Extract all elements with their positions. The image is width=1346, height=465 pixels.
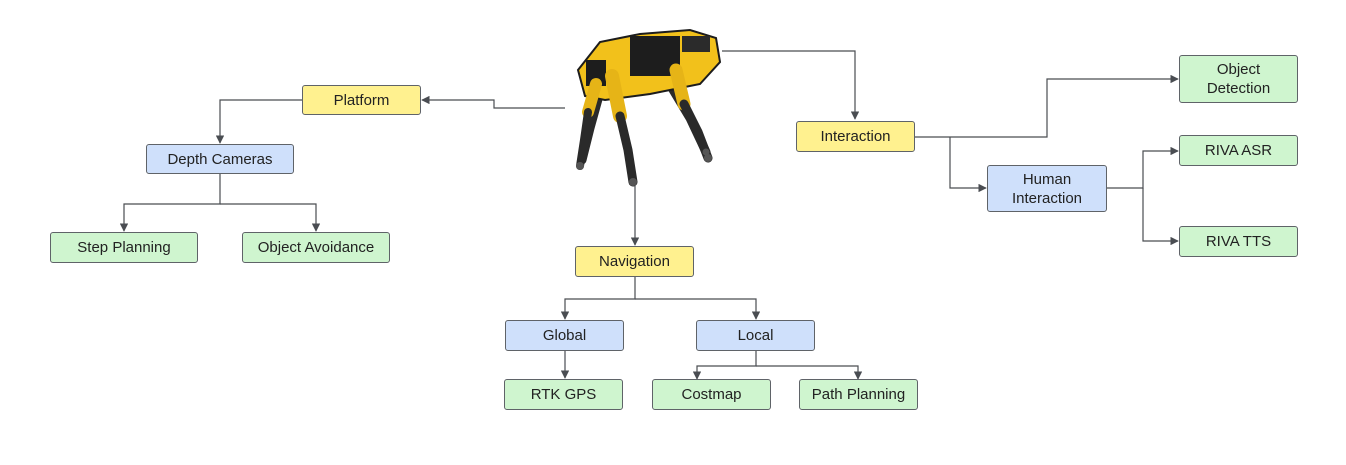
human-interaction-node: Human Interaction: [987, 165, 1107, 212]
depth-cameras-node: Depth Cameras: [146, 144, 294, 174]
global-node: Global: [505, 320, 624, 351]
platform-node: Platform: [302, 85, 421, 115]
local-node: Local: [696, 320, 815, 351]
connector-interaction-objdet: [915, 74, 1179, 138]
connector-nav-global: [560, 277, 636, 320]
navigation-node: Navigation: [575, 246, 694, 277]
connector-platform-depth: [215, 99, 302, 144]
connector-local-path: [756, 365, 863, 380]
connector-human-asr: [1107, 146, 1179, 189]
connector-local-costmap: [692, 351, 757, 380]
step-planning-node: Step Planning: [50, 232, 198, 263]
connector-robot-platform: [421, 95, 565, 109]
connector-human-tts: [1142, 188, 1179, 246]
connector-robot-interaction: [722, 50, 860, 120]
costmap-node: Costmap: [652, 379, 771, 410]
path-planning-node: Path Planning: [799, 379, 918, 410]
connector-depth-step: [119, 174, 221, 232]
riva-tts-node: RIVA TTS: [1179, 226, 1298, 257]
object-detection-node: Object Detection: [1179, 55, 1298, 103]
connector-nav-local: [635, 298, 761, 320]
rtk-gps-node: RTK GPS: [504, 379, 623, 410]
connector-interaction-human: [949, 137, 987, 193]
connector-depth-avoid: [220, 203, 321, 232]
interaction-node: Interaction: [796, 121, 915, 152]
robot-dog-icon: [576, 28, 722, 187]
object-avoidance-node: Object Avoidance: [242, 232, 390, 263]
riva-asr-node: RIVA ASR: [1179, 135, 1298, 166]
